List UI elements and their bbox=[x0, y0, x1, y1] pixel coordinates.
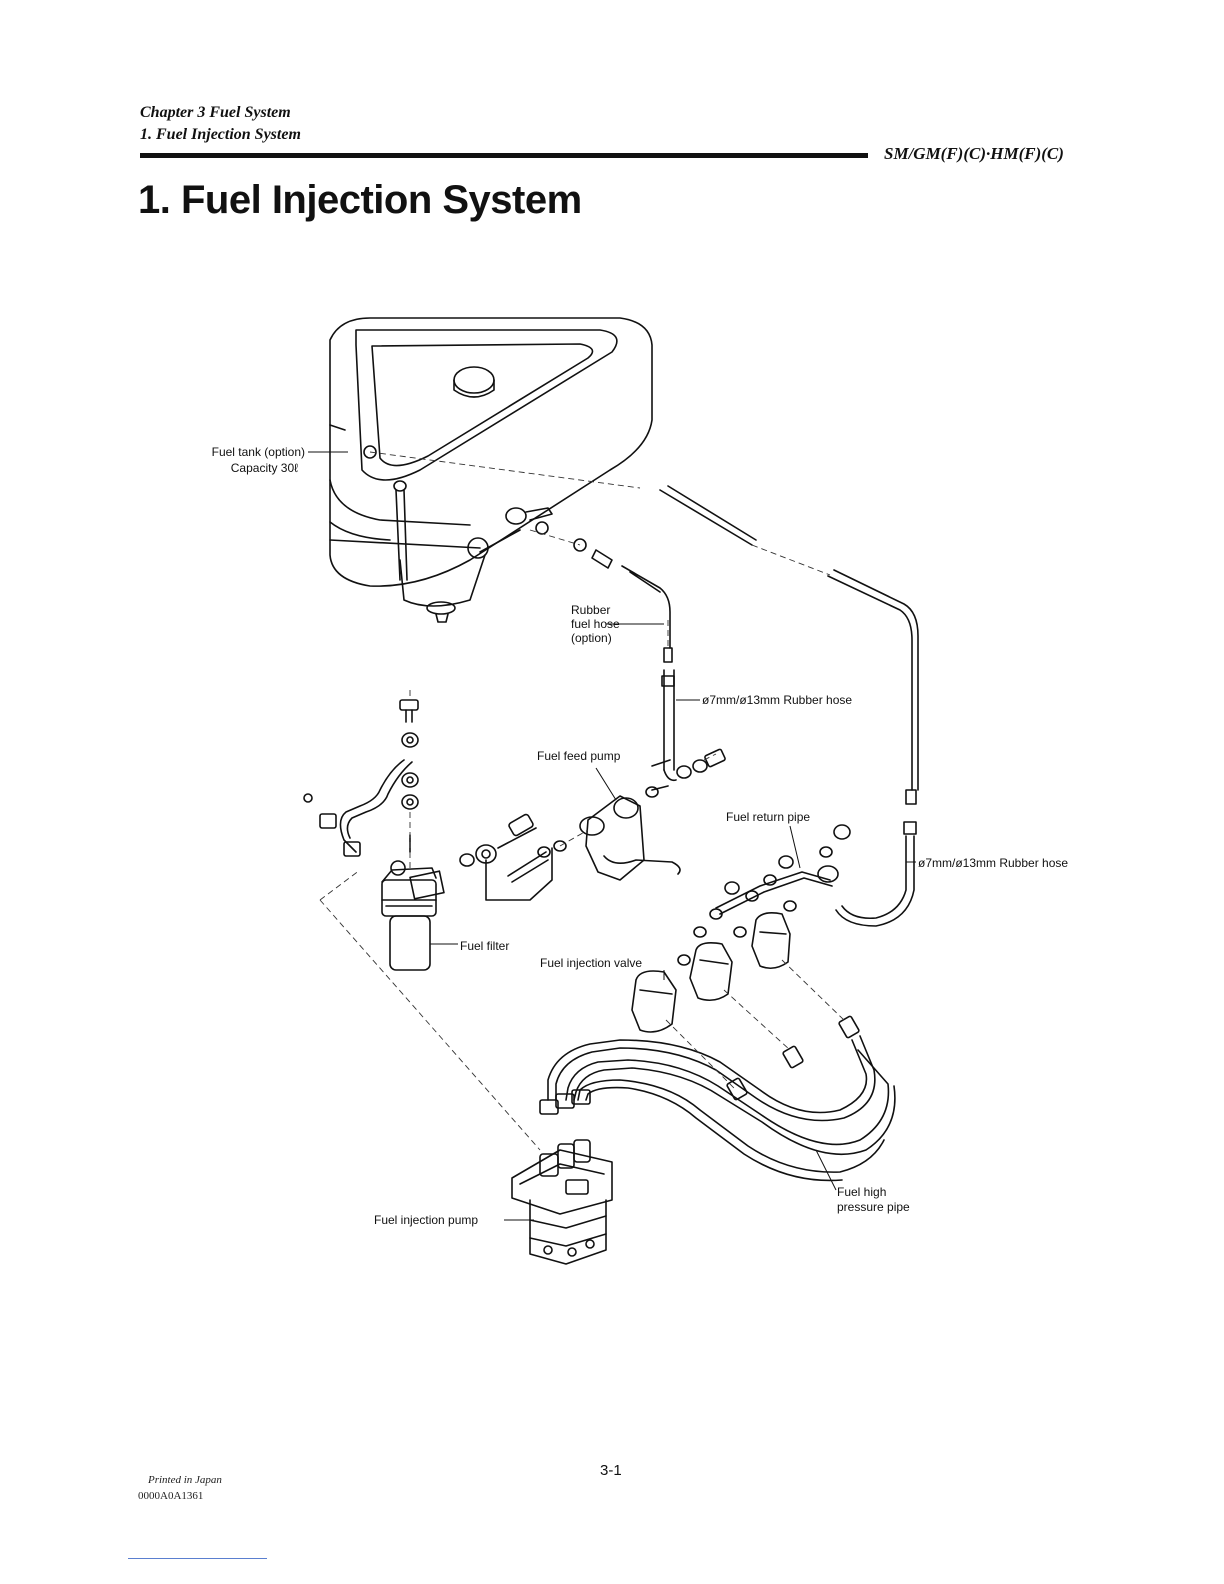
chapter-heading: Chapter 3 Fuel System bbox=[140, 104, 291, 121]
fuel-high-pressure-pipes bbox=[539, 1015, 896, 1182]
footer-rule bbox=[128, 1558, 267, 1559]
label-fuel-return-pipe: Fuel return pipe bbox=[726, 810, 810, 824]
fuel-return-pipe-part bbox=[677, 824, 851, 966]
page-title: 1. Fuel Injection System bbox=[138, 178, 582, 222]
label-fuel-filter: Fuel filter bbox=[460, 939, 509, 953]
document-code: 0000A0A1361 bbox=[138, 1490, 204, 1502]
return-rubber-hose bbox=[659, 485, 919, 927]
filter-to-pump-pipe bbox=[459, 813, 567, 901]
label-fuel-high-2: pressure pipe bbox=[837, 1200, 910, 1214]
label-fuel-injection-valve: Fuel injection valve bbox=[540, 956, 642, 970]
fuel-filter-part bbox=[381, 834, 445, 971]
label-rubber-hose-2: fuel hose bbox=[571, 617, 620, 631]
filter-bolts bbox=[303, 699, 419, 857]
fuel-tank bbox=[329, 317, 653, 623]
label-capacity: Capacity 30ℓ bbox=[231, 461, 298, 475]
diagram-labels: Fuel tank (option) Capacity 30ℓ Rubber f… bbox=[212, 445, 1069, 1227]
page-number: 3-1 bbox=[600, 1462, 622, 1479]
rubber-fuel-hose bbox=[573, 538, 677, 782]
label-hose-size-2: ø7mm/ø13mm Rubber hose bbox=[918, 856, 1068, 870]
label-fuel-high-1: Fuel high bbox=[837, 1185, 886, 1199]
label-rubber-hose-3: (option) bbox=[571, 631, 612, 645]
label-rubber-hose-1: Rubber bbox=[571, 603, 610, 617]
model-code: SM/GM(F)(C)·HM(F)(C) bbox=[884, 144, 1064, 163]
fuel-injection-pump-part bbox=[511, 1139, 613, 1265]
fuel-injection-valves bbox=[631, 912, 791, 1033]
label-fuel-injection-pump: Fuel injection pump bbox=[374, 1213, 478, 1227]
section-heading: 1. Fuel Injection System bbox=[140, 126, 301, 143]
header-rule bbox=[140, 153, 868, 158]
fuel-feed-pump-part bbox=[579, 748, 726, 881]
label-fuel-feed-pump: Fuel feed pump bbox=[537, 749, 621, 763]
label-hose-size-1: ø7mm/ø13mm Rubber hose bbox=[702, 693, 852, 707]
label-fuel-tank: Fuel tank (option) bbox=[212, 445, 305, 459]
printed-in: Printed in Japan bbox=[148, 1474, 222, 1486]
